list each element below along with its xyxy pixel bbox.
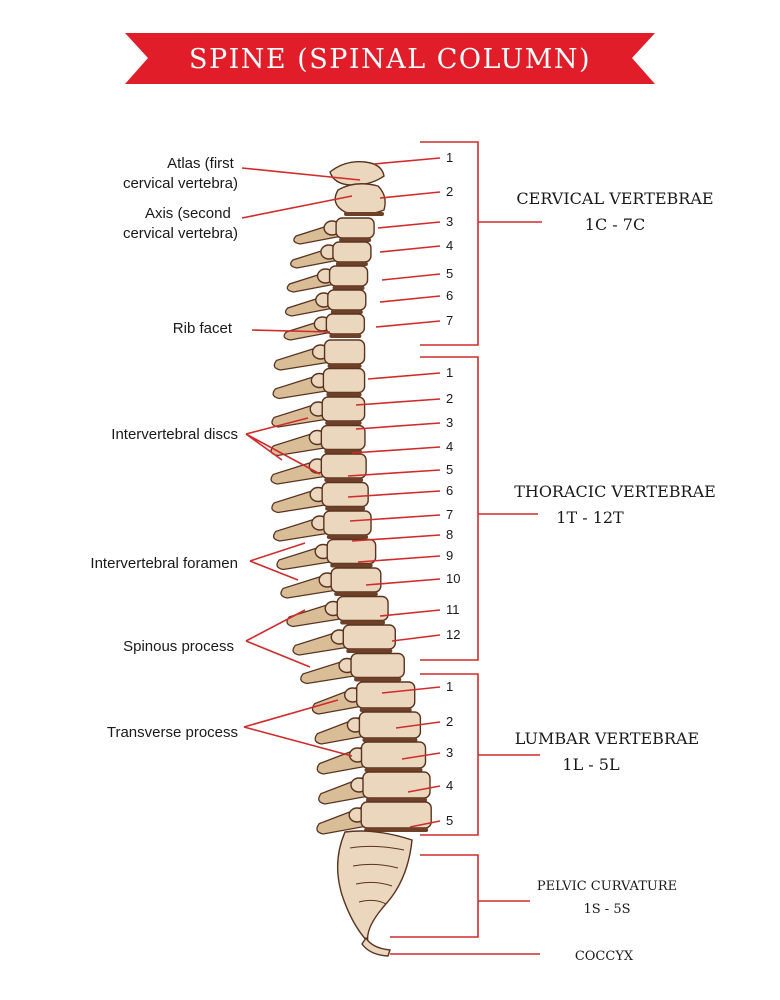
vertebra-number: 7 bbox=[446, 313, 453, 328]
label-rib-facet: Rib facet bbox=[173, 320, 233, 337]
vertebra-number: 3 bbox=[446, 745, 453, 760]
label-spinous-process: Spinous process bbox=[123, 638, 234, 655]
vertebra-number: 1 bbox=[446, 679, 453, 694]
group-name-lumbar: LUMBAR VERTEBRAE bbox=[515, 729, 699, 748]
vertebra-number: 4 bbox=[446, 778, 453, 793]
sacrum bbox=[336, 830, 413, 945]
group-name-cervical: CERVICAL VERTEBRAE bbox=[516, 189, 713, 208]
group-range-cervical: 1C - 7C bbox=[585, 215, 645, 234]
group-labels: CERVICAL VERTEBRAE 1C - 7C THORACIC VERT… bbox=[514, 189, 716, 964]
vertebra bbox=[290, 241, 372, 269]
vertebra-number: 2 bbox=[446, 714, 453, 729]
vertebra-number: 9 bbox=[446, 548, 453, 563]
vertebra bbox=[293, 217, 375, 245]
label-axis: Axis (second cervical vertebra) bbox=[123, 205, 238, 242]
spine-illustration bbox=[270, 161, 432, 957]
vertebra-number: 11 bbox=[446, 602, 460, 617]
vertebra bbox=[284, 289, 367, 317]
group-range-pelvic: 1S - 5S bbox=[583, 902, 630, 917]
group-name-coccyx: COCCYX bbox=[575, 949, 634, 964]
vertebra bbox=[272, 510, 372, 542]
vertebra bbox=[316, 741, 427, 775]
vertebra-number: 5 bbox=[446, 266, 453, 281]
group-brackets bbox=[390, 141, 542, 955]
label-intervertebral-foramen: Intervertebral foramen bbox=[90, 555, 238, 572]
atlas-vertebra bbox=[329, 161, 385, 186]
vertebra-number: 12 bbox=[446, 627, 460, 642]
label-atlas: Atlas (first cervical vertebra) bbox=[123, 155, 238, 192]
vertebra-number: 3 bbox=[446, 214, 453, 229]
group-name-thoracic: THORACIC VERTEBRAE bbox=[514, 482, 716, 501]
vertebra bbox=[271, 481, 369, 514]
leader-lines bbox=[241, 157, 441, 828]
vertebra-number: 4 bbox=[446, 439, 453, 454]
vertebra-number: 2 bbox=[446, 184, 453, 199]
vertebra-number: 5 bbox=[446, 462, 453, 477]
group-name-pelvic: PELVIC CURVATURE bbox=[537, 879, 677, 894]
vertebra bbox=[292, 624, 396, 656]
vertebra bbox=[272, 367, 366, 400]
vertebra-number: 3 bbox=[446, 415, 453, 430]
vertebra bbox=[270, 424, 366, 457]
anatomy-labels: Atlas (first cervical vertebra) Axis (se… bbox=[90, 155, 238, 741]
vertebra bbox=[280, 567, 382, 599]
vertebra bbox=[316, 801, 432, 835]
group-range-lumbar: 1L - 5L bbox=[562, 755, 620, 774]
axis-vertebra bbox=[334, 183, 386, 216]
vertebra bbox=[286, 595, 389, 628]
vertebra-number: 4 bbox=[446, 238, 453, 253]
vertebra-number: 8 bbox=[446, 527, 453, 542]
vertebra-number: 6 bbox=[446, 288, 453, 303]
coccyx bbox=[361, 936, 391, 957]
vertebra bbox=[286, 265, 369, 293]
vertebra-number: 1 bbox=[446, 150, 453, 165]
vertebra-number: 10 bbox=[446, 571, 460, 586]
vertebra bbox=[318, 771, 431, 805]
page-title: SPINE (SPINAL COLUMN) bbox=[189, 44, 591, 75]
label-intervertebral-discs: Intervertebral discs bbox=[111, 426, 238, 443]
vertebra bbox=[300, 652, 405, 685]
label-transverse-process: Transverse process bbox=[107, 724, 238, 741]
vertebra-number: 2 bbox=[446, 391, 453, 406]
vertebra bbox=[311, 681, 416, 715]
vertebra-number: 1 bbox=[446, 365, 453, 380]
vertebra-number: 6 bbox=[446, 483, 453, 498]
vertebra bbox=[314, 711, 422, 745]
title-banner: SPINE (SPINAL COLUMN) bbox=[125, 33, 655, 84]
vertebra-number: 7 bbox=[446, 507, 453, 522]
vertebra bbox=[270, 453, 367, 485]
vertebra bbox=[276, 538, 377, 571]
group-range-thoracic: 1T - 12T bbox=[556, 508, 624, 527]
vertebra-number: 5 bbox=[446, 813, 453, 828]
vertebra bbox=[283, 313, 366, 341]
vertebra bbox=[273, 339, 366, 371]
vertebra bbox=[271, 396, 366, 428]
